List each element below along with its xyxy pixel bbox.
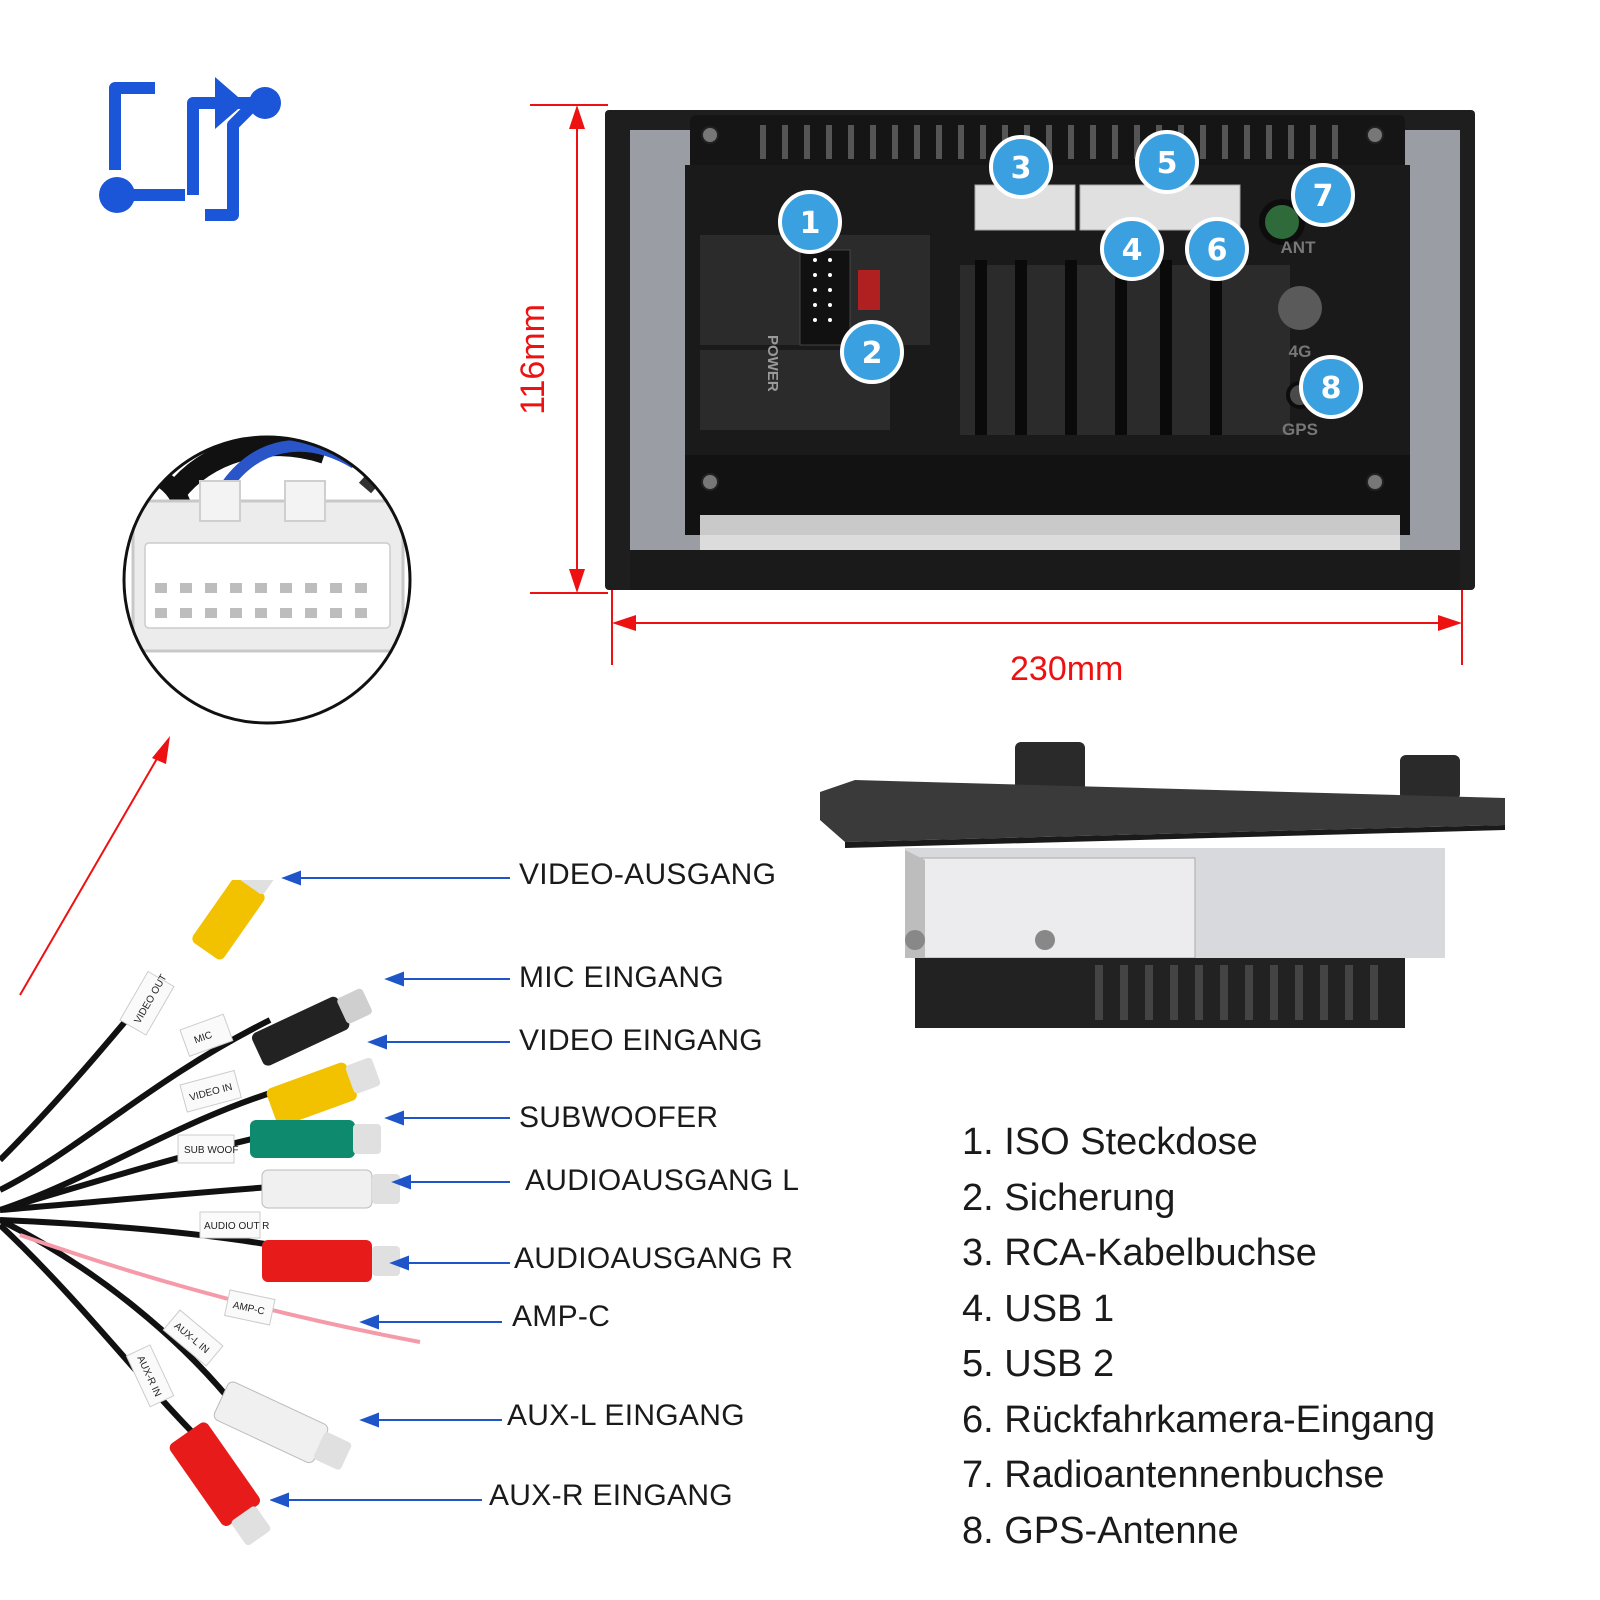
cable-pointer-arrows (270, 870, 510, 1508)
legend-item: 2. Sicherung (962, 1176, 1176, 1219)
label-audioausgang-l: AUDIOAUSGANG L (525, 1164, 800, 1197)
power-text: POWER (764, 335, 781, 392)
port-badge-4: 4 (1122, 233, 1143, 268)
legend-item: 4. USB 1 (962, 1287, 1115, 1330)
rca-cable-bundle: VIDEO OUT MIC VIDEO IN SUB WOOF AUDIO OU… (0, 880, 421, 1546)
cable-tag-sub-woof: SUB WOOF (184, 1145, 238, 1156)
connector-closeup-icon (122, 435, 412, 725)
cable-tag-audio-out-r: AUDIO OUT R (204, 1221, 269, 1232)
label-subwoofer: SUBWOOFER (519, 1101, 719, 1134)
closeup-pointer-arrow (19, 736, 170, 996)
label-mic-eingang: MIC EINGANG (519, 961, 724, 994)
unit-side-view (820, 742, 1505, 1028)
port-badge-2: 2 (862, 336, 883, 371)
port-badge-8: 8 (1321, 371, 1342, 406)
lte-text: 4G (1289, 342, 1312, 361)
legend-item: 5. USB 2 (962, 1343, 1115, 1385)
port-legend: 1. ISO Steckdose 2. Sicherung 3. RCA-Kab… (962, 1115, 1435, 1559)
legend-item: 3. RCA-Kabelbuchse (962, 1232, 1317, 1274)
label-aux-r-eingang: AUX-R EINGANG (489, 1479, 733, 1512)
label-aux-l-eingang: AUX-L EINGANG (507, 1399, 745, 1432)
legend-item: 6. Rückfahrkamera-Eingang (962, 1398, 1436, 1441)
legend-item: 8. GPS-Antenne (962, 1509, 1239, 1552)
unit-rear-view: POWER ANT 4G GPS 1 2 3 4 5 6 7 8 (530, 104, 1475, 665)
height-dimension-label: 116mm (513, 304, 552, 415)
label-video-eingang: VIDEO EINGANG (519, 1024, 763, 1057)
ant-text: ANT (1281, 238, 1317, 257)
label-amp-c: AMP-C (512, 1300, 611, 1333)
logo-icon (99, 77, 281, 221)
port-badge-6: 6 (1207, 233, 1228, 268)
port-badge-5: 5 (1157, 146, 1178, 181)
legend-item: 7. Radioantennenbuchse (962, 1454, 1385, 1496)
legend-item: 1. ISO Steckdose (962, 1121, 1258, 1163)
label-audioausgang-r: AUDIOAUSGANG R (514, 1242, 794, 1275)
port-badge-3: 3 (1011, 151, 1032, 186)
port-badge-1: 1 (800, 206, 821, 241)
label-video-ausgang: VIDEO-AUSGANG (519, 858, 777, 891)
port-badge-7: 7 (1313, 179, 1334, 214)
gps-text: GPS (1282, 420, 1318, 439)
width-dimension-label: 230mm (1010, 650, 1124, 688)
